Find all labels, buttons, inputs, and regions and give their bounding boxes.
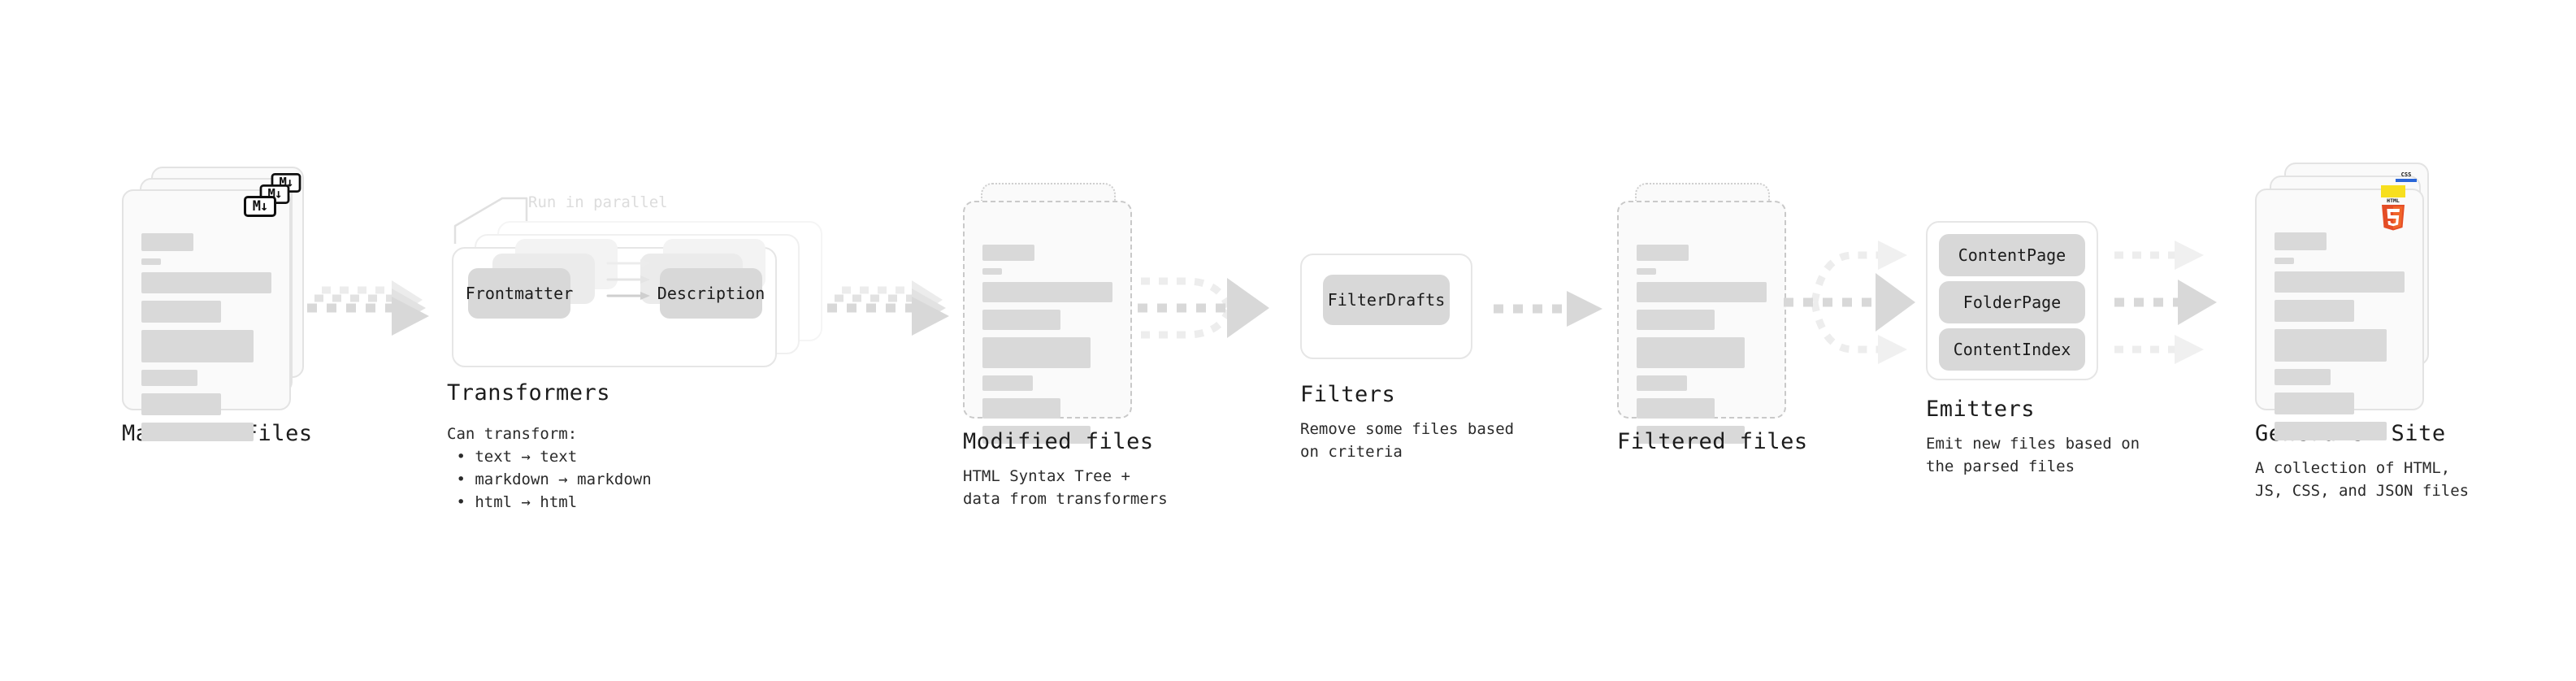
stage-subcaption-transformers: Can transform: • text → text • markdown … [447, 425, 652, 511]
connector-emitters-to-site [2114, 234, 2253, 380]
content-bar [982, 375, 1034, 391]
content-bar [1637, 310, 1715, 330]
stage-caption-filters: Filters [1300, 382, 1396, 407]
css3-icon: CSS [2395, 171, 2418, 182]
content-bar [2275, 258, 2294, 264]
stage-caption-emitters: Emitters [1926, 397, 2036, 422]
content-bar [2275, 232, 2327, 250]
content-bar [141, 423, 254, 441]
content-bar [1637, 426, 1745, 444]
stage-caption-filtered-files: Filtered files [1617, 429, 1808, 454]
filtered-file-stack [1617, 183, 1796, 444]
content-bar [1637, 268, 1656, 275]
content-bar [982, 310, 1060, 330]
content-bar [2275, 329, 2387, 362]
content-bar [982, 268, 1002, 275]
connector-md-to-transformers [307, 280, 437, 337]
content-bar [2275, 422, 2387, 440]
run-in-parallel-bracket [453, 192, 551, 249]
content-bar [1637, 282, 1767, 302]
modified-file-stack [963, 183, 1142, 444]
transformer-chip-frontmatter[interactable]: Frontmatter [466, 268, 573, 319]
stage-subcaption-generated-site: A collection of HTML, JS, CSS, and JSON … [2255, 459, 2470, 500]
markdown-file-stack: M↓ M↓ M↓ [122, 167, 309, 441]
html5-icon: HTML [2379, 197, 2408, 231]
stage-caption-transformers: Transformers [447, 380, 611, 406]
css3-underline [2396, 179, 2417, 182]
content-bar [982, 426, 1091, 444]
emitter-chip-contentpage[interactable]: ContentPage [1939, 234, 2085, 276]
content-bar [141, 330, 254, 362]
site-content-bars [2275, 232, 2405, 448]
stage-markdown-files: M↓ M↓ M↓ Markdown Files [122, 0, 312, 681]
stage-filtered-files: Filtered files [1617, 0, 1807, 681]
content-bar [141, 233, 193, 251]
content-bar [1637, 398, 1715, 419]
content-bar [2275, 300, 2354, 322]
content-bar [1637, 375, 1688, 391]
filtered-sheet-front [1617, 201, 1786, 444]
stage-modified-files: Modified files HTML Syntax Tree + data f… [963, 0, 1168, 681]
connector-transformers-to-modified [827, 280, 957, 337]
markdown-content-bars [141, 233, 271, 449]
content-bar [141, 272, 271, 293]
stage-subcaption-modified-files: HTML Syntax Tree + data from transformer… [963, 467, 1168, 508]
modified-content-bars [982, 245, 1112, 451]
generated-site-stack: CSS HTM [2255, 163, 2442, 440]
stage-subcaption-filters: Remove some files based on criteria [1300, 420, 1515, 461]
svg-text:HTML: HTML [2387, 197, 2400, 204]
css3-label: CSS [2400, 171, 2412, 178]
content-bar [2275, 271, 2405, 293]
emitter-chip-folderpage[interactable]: FolderPage [1939, 281, 2085, 323]
content-bar [1637, 337, 1745, 368]
content-bar [141, 370, 197, 386]
markdown-sheet-front [122, 189, 291, 441]
stage-caption-modified-files: Modified files [963, 429, 1154, 454]
content-bar [141, 393, 221, 415]
modified-sheet-front [963, 201, 1132, 444]
emitter-chip-contentindex[interactable]: ContentIndex [1939, 328, 2085, 371]
filtered-content-bars [1637, 245, 1767, 451]
content-bar [982, 398, 1060, 419]
content-bar [141, 258, 161, 265]
transformer-inner-arrows [606, 258, 655, 309]
content-bar [2275, 369, 2331, 385]
content-bar [982, 337, 1091, 368]
content-bar [141, 301, 221, 323]
connector-filtered-to-emitters [1784, 228, 1934, 378]
content-bar [982, 245, 1034, 261]
markdown-logo-front: M↓ [244, 196, 276, 217]
content-bar [2275, 393, 2354, 414]
js-icon [2381, 185, 2405, 197]
stage-subcaption-emitters: Emit new files based on the parsed files [1926, 435, 2140, 475]
run-in-parallel-label: Run in parallel [528, 193, 668, 211]
transformer-chip-description[interactable]: Description [657, 268, 765, 319]
stage-generated-site: CSS HTM [2255, 0, 2469, 681]
content-bar [1637, 245, 1689, 261]
connector-filters-to-filtered [1494, 291, 1615, 332]
content-bar [982, 282, 1112, 302]
connector-modified-merge [1138, 260, 1284, 366]
filter-chip-filterdrafts[interactable]: FilterDrafts [1323, 275, 1450, 325]
